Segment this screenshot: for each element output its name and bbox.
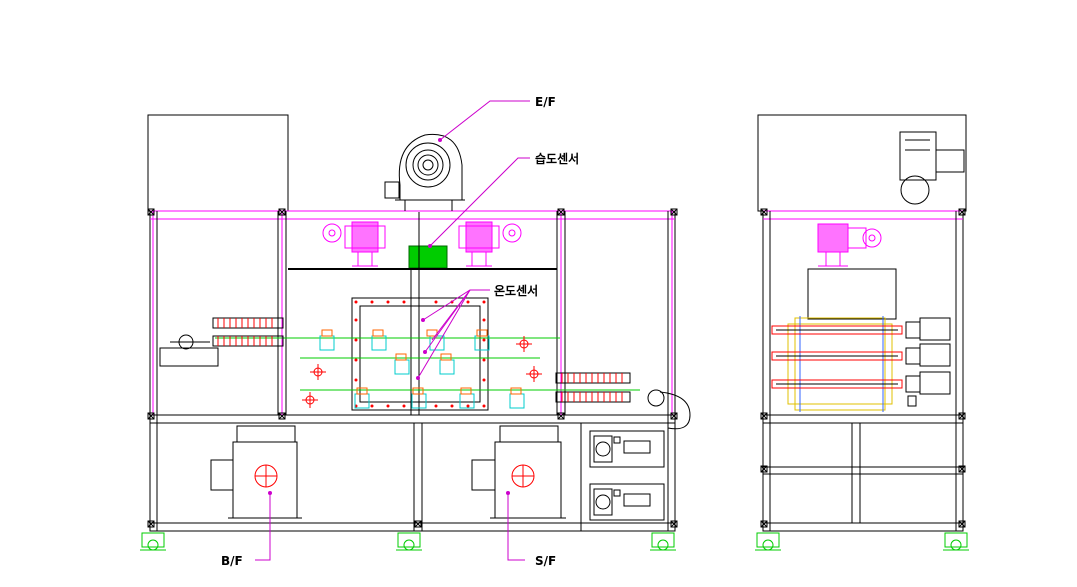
left-heater-coil: [159, 317, 284, 367]
caster-wheel-icon: [140, 532, 676, 551]
side-gear-motor-icon: [817, 223, 882, 267]
front-view: [140, 114, 691, 551]
humidity-sensor-box: [408, 245, 448, 269]
side-rack: [771, 316, 951, 412]
side-caster-wheel-icon: [755, 532, 969, 551]
humidity-sensor-label: 습도센서: [535, 151, 579, 166]
supply-fan-label: S/F: [535, 554, 556, 568]
temperature-sensor-label: 온도센서: [494, 283, 538, 298]
supply-fan-icon: [471, 425, 566, 519]
right-heater-coil: [555, 372, 691, 430]
controller-unit-bottom: [589, 483, 665, 521]
blower-fan-icon: [210, 425, 302, 519]
upper-left-housing: [147, 114, 289, 212]
controller-unit-top: [589, 430, 665, 468]
test-chamber: [351, 212, 489, 415]
gear-motor-right-icon: [458, 221, 522, 267]
exhaust-fan-label: E/F: [535, 95, 556, 109]
blower-fan-label: B/F: [221, 554, 243, 568]
exhaust-fan-icon: [384, 133, 465, 211]
gear-motor-left-icon: [322, 221, 386, 267]
leader-lines: [255, 100, 530, 561]
side-view: [755, 114, 969, 551]
side-upper-housing: [757, 114, 967, 212]
side-exhaust-fan-icon: [899, 131, 965, 205]
